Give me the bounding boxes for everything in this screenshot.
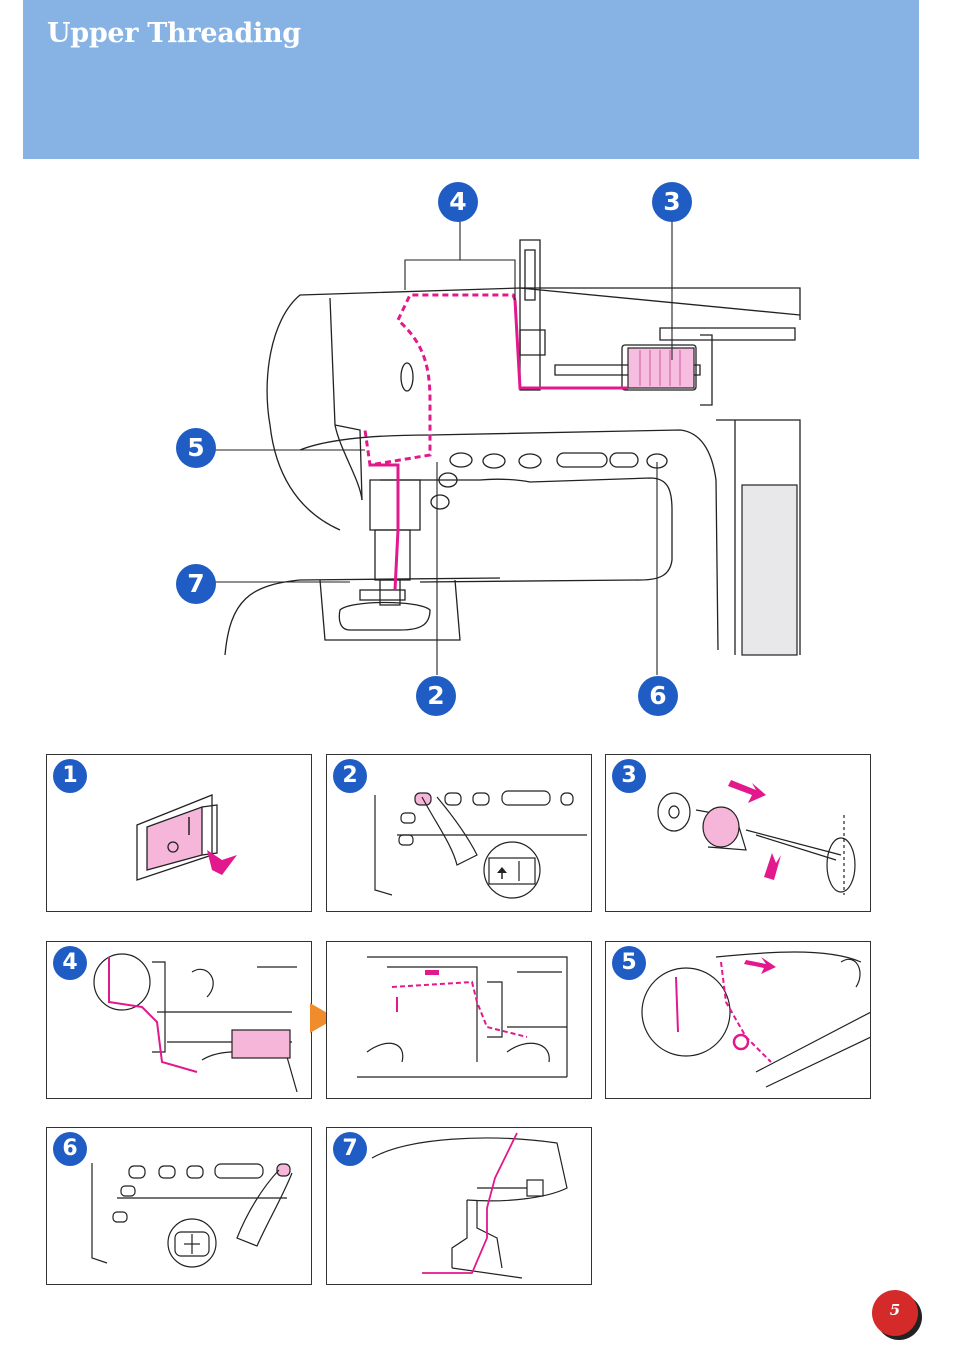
callout-7: 7 [176, 564, 216, 604]
step-panel-5: 5 [605, 941, 871, 1099]
callout-4: 4 [438, 182, 478, 222]
step-number: 3 [612, 759, 646, 793]
step-number: 1 [53, 759, 87, 793]
sewing-machine-illustration [0, 180, 954, 720]
step-number: 2 [333, 759, 367, 793]
header-banner: Upper Threading [23, 0, 919, 159]
callout-5: 5 [176, 428, 216, 468]
machine-overview-figure: 4 3 5 7 2 6 [0, 180, 954, 720]
step-number: 5 [612, 946, 646, 980]
callout-2: 2 [416, 676, 456, 716]
step-panel-7: 7 [326, 1127, 592, 1285]
step-panel-4: 4 [46, 941, 312, 1099]
step-panel-6: 6 [46, 1127, 312, 1285]
threading-path-illustration [327, 942, 592, 1099]
page-number-badge: 5 [872, 1290, 918, 1336]
step-number: 6 [53, 1132, 87, 1166]
step-number: 4 [53, 946, 87, 980]
step-panel-3: 3 [605, 754, 871, 912]
step-panel-1: 1 [46, 754, 312, 912]
callout-6: 6 [638, 676, 678, 716]
callout-3: 3 [652, 182, 692, 222]
step-panel-4b [326, 941, 592, 1099]
page-title: Upper Threading [47, 18, 301, 49]
step-number: 7 [333, 1132, 367, 1166]
step-panel-2: 2 [326, 754, 592, 912]
